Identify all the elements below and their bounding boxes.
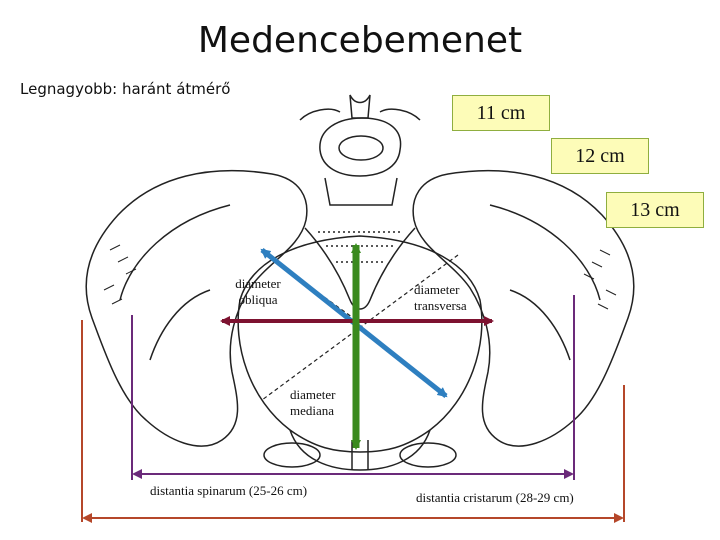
label-obliqua-line1: diameter <box>235 276 281 291</box>
measure-badge-11: 11 cm <box>452 95 550 131</box>
label-mediana-line1: diameter <box>290 387 336 402</box>
label-distantia-spinarum: distantia spinarum (25-26 cm) <box>150 483 308 498</box>
label-diameter-obliqua: diameter obliqua <box>226 276 290 308</box>
measure-badge-12: 12 cm <box>551 138 649 174</box>
page-title: Medencebemenet <box>197 20 523 61</box>
measure-badge-13: 13 cm <box>606 192 704 228</box>
label-transversa-line2: transversa <box>414 298 467 313</box>
label-mediana-line2: mediana <box>290 403 335 418</box>
label-obliqua-line2: obliqua <box>238 292 278 307</box>
label-distantia-cristarum: distantia cristarum (28-29 cm) <box>416 490 574 505</box>
label-transversa-line1: diameter <box>414 282 460 297</box>
label-diameter-transversa: diameter transversa <box>414 282 486 314</box>
label-diameter-mediana: diameter mediana <box>290 387 352 419</box>
page-subtitle: Legnagyobb: haránt átmérő <box>20 80 231 98</box>
